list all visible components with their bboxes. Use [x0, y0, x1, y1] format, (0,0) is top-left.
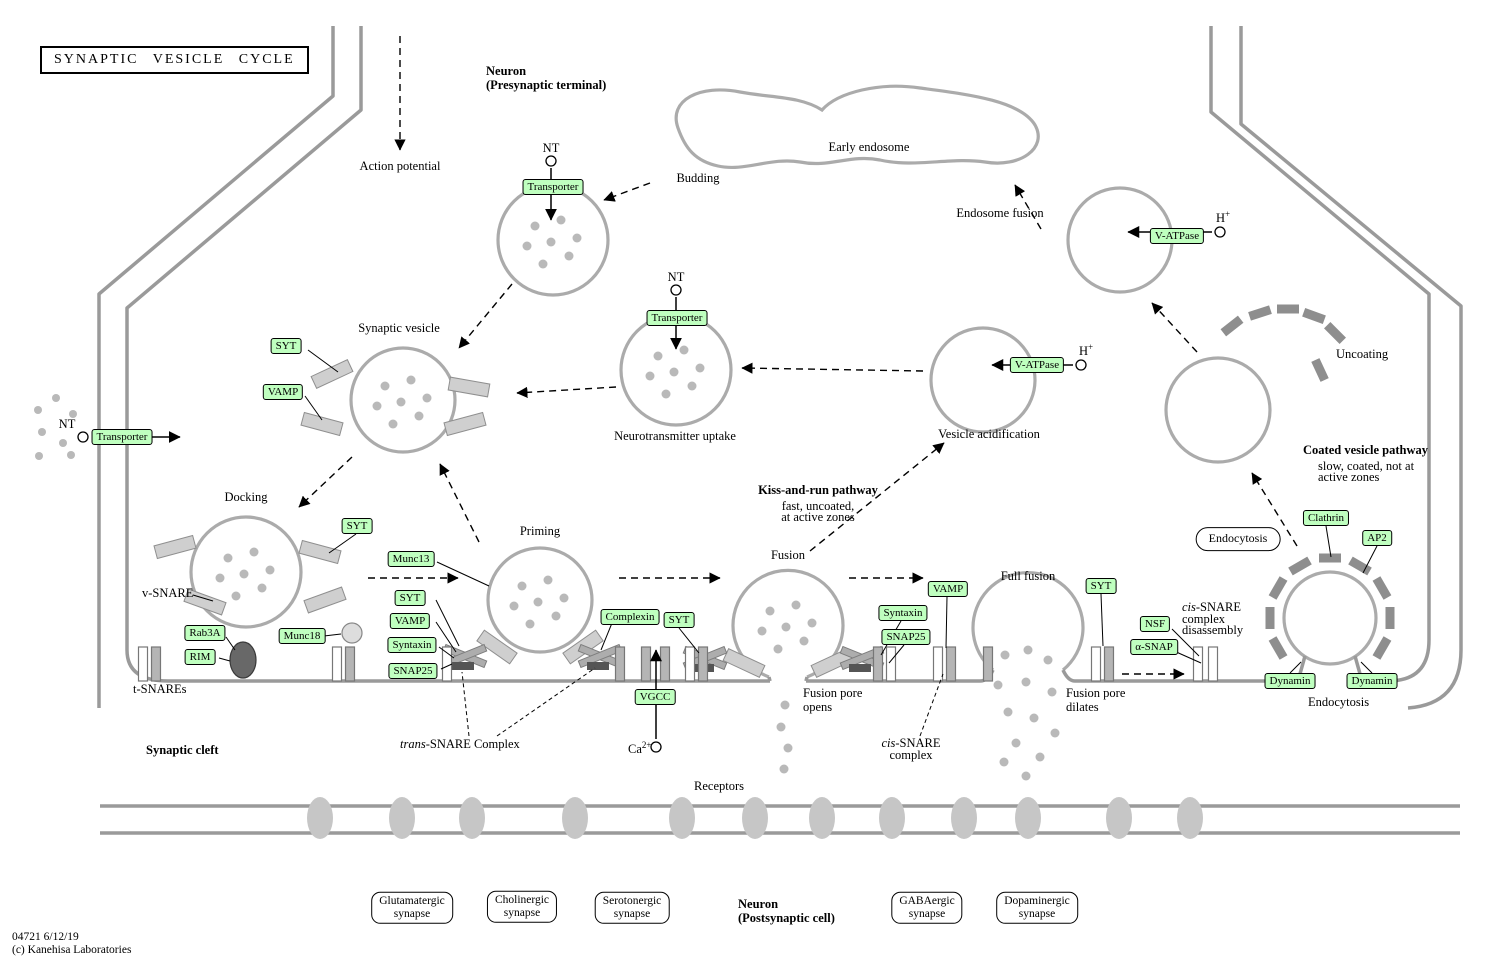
- label-fusion-pore-opens: Fusion pore opens: [803, 686, 863, 714]
- gene-transporter-left[interactable]: Transporter: [91, 429, 153, 445]
- label-docking: Docking: [224, 490, 268, 504]
- gene-rab3a[interactable]: Rab3A: [184, 625, 226, 641]
- docking-machinery: [229, 622, 363, 679]
- label-trans-snare-complex: trans-SNARE Complex: [400, 737, 520, 751]
- gene-syt-vesicle[interactable]: SYT: [270, 338, 302, 354]
- label-neuron-postsynaptic: Neuron (Postsynaptic cell): [738, 897, 835, 925]
- label-full-fusion: Full fusion: [1000, 569, 1056, 583]
- gene-vgcc[interactable]: VGCC: [634, 689, 676, 705]
- label-coated-sub1: slow, coated, not at: [1318, 459, 1415, 473]
- gene-alpha-snap[interactable]: α-SNAP: [1130, 639, 1178, 655]
- clathrin-coat-segments: [1220, 304, 1395, 660]
- t-snare-bars: [137, 646, 1219, 682]
- label-ca2-plus: Ca2+: [628, 740, 652, 757]
- label-coated-sub2: active zones: [1318, 470, 1380, 484]
- label-budding: Budding: [676, 171, 720, 185]
- neurotransmitter-dots: [34, 215, 1060, 781]
- label-endocytosis: Endocytosis: [1308, 695, 1370, 709]
- label-kiss-and-run: Kiss-and-run pathway: [758, 483, 878, 497]
- label-nt-top: NT: [542, 141, 560, 155]
- gene-vamp-fusion[interactable]: VAMP: [927, 581, 969, 597]
- gene-clathrin[interactable]: Clathrin: [1302, 510, 1350, 526]
- pathway-title: SYNAPTIC VESICLE CYCLE: [40, 46, 309, 74]
- label-kiss-sub2: at active zones: [781, 510, 855, 524]
- footer: 04721 6/12/19 (c) Kanehisa Laboratories: [12, 931, 132, 956]
- label-receptors: Receptors: [694, 779, 744, 793]
- label-neurotransmitter-uptake: Neurotransmitter uptake: [614, 429, 736, 443]
- label-cis-snare-disassembly-3: disassembly: [1182, 623, 1244, 637]
- gene-syt-docking[interactable]: SYT: [341, 518, 373, 534]
- label-coated-vesicle-pathway: Coated vesicle pathway: [1303, 443, 1428, 457]
- gene-v-atpase-mid[interactable]: V-ATPase: [1009, 357, 1065, 373]
- gene-ap2[interactable]: AP2: [1362, 530, 1392, 546]
- label-synaptic-vesicle: Synaptic vesicle: [358, 321, 440, 335]
- label-priming: Priming: [519, 524, 561, 538]
- gene-syt-fullfusion[interactable]: SYT: [1085, 578, 1117, 594]
- label-uncoating: Uncoating: [1336, 347, 1389, 361]
- label-cis-snare-disassembly-2: complex: [1182, 612, 1226, 626]
- gene-snap25-fusion[interactable]: SNAP25: [881, 629, 931, 645]
- label-vesicle-acidification: Vesicle acidification: [938, 427, 1040, 441]
- label-action-potential: Action potential: [359, 159, 441, 173]
- gene-vamp-vesicle[interactable]: VAMP: [262, 384, 304, 400]
- gene-rim[interactable]: RIM: [184, 649, 216, 665]
- gene-nsf[interactable]: NSF: [1139, 616, 1171, 632]
- gene-munc18[interactable]: Munc18: [278, 628, 326, 644]
- label-v-snare: v-SNARE: [142, 586, 194, 600]
- gene-syntaxin-priming[interactable]: Syntaxin: [387, 637, 437, 653]
- process-arrows: [298, 36, 1298, 680]
- label-nt-left: NT: [58, 417, 76, 431]
- label-cis-snare-complex: cis-SNARE: [881, 736, 941, 750]
- gene-vamp-priming[interactable]: VAMP: [389, 613, 431, 629]
- early-endosome-shape: [674, 84, 1040, 170]
- label-endosome-fusion: Endosome fusion: [956, 206, 1044, 220]
- gene-connector-lines: [192, 349, 1378, 674]
- gene-syt-priming[interactable]: SYT: [394, 590, 426, 606]
- label-h-plus-top: H+: [1216, 209, 1231, 226]
- gene-v-atpase-top[interactable]: V-ATPase: [1149, 228, 1205, 244]
- gene-snap25-priming[interactable]: SNAP25: [388, 663, 438, 679]
- label-nt-mid: NT: [667, 270, 685, 284]
- gene-dynamin-left[interactable]: Dynamin: [1264, 673, 1316, 689]
- label-h-plus-mid: H+: [1079, 342, 1094, 359]
- label-neuron-presynaptic: Neuron (Presynaptic terminal): [486, 64, 607, 92]
- gene-munc13[interactable]: Munc13: [387, 551, 435, 567]
- label-fusion-pore-dilates: Fusion pore dilates: [1066, 686, 1126, 714]
- label-cis-snare-disassembly-1: cis-SNARE: [1182, 600, 1242, 614]
- pathway-endocytosis[interactable]: Endocytosis: [1195, 527, 1281, 551]
- gene-transporter-top[interactable]: Transporter: [522, 179, 584, 195]
- label-cis-snare-complex-2: complex: [889, 748, 933, 762]
- label-pointer-lines: [461, 667, 944, 737]
- gene-syt-fusion[interactable]: SYT: [663, 612, 695, 628]
- receptor-shapes: [307, 797, 1203, 839]
- molecule-markers: [77, 155, 1226, 753]
- gene-dynamin-right[interactable]: Dynamin: [1346, 673, 1398, 689]
- label-fusion: Fusion: [770, 548, 806, 562]
- gene-syntaxin-fusion[interactable]: Syntaxin: [878, 605, 928, 621]
- label-synaptic-cleft: Synaptic cleft: [146, 743, 219, 757]
- label-t-snares: t-SNAREs: [133, 682, 187, 696]
- label-kiss-sub1: fast, uncoated,: [781, 499, 855, 513]
- gene-transporter-uptake[interactable]: Transporter: [646, 310, 708, 326]
- label-early-endosome: Early endosome: [828, 140, 910, 154]
- gene-complexin[interactable]: Complexin: [600, 609, 660, 625]
